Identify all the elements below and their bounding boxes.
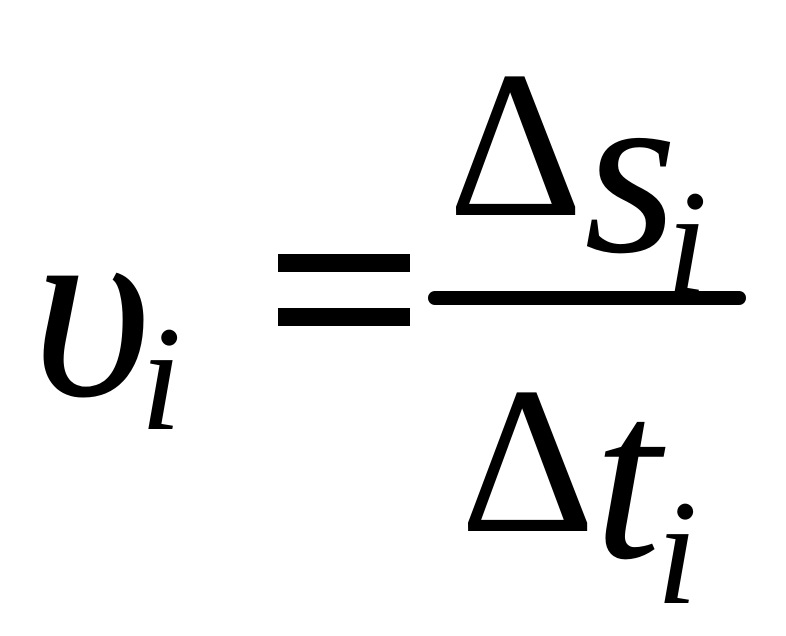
lhs-velocity-symbol: υ (32, 164, 152, 452)
equals-top-bar (278, 254, 410, 272)
fraction-bar (428, 291, 746, 305)
numerator-delta: Δ (448, 29, 584, 261)
denominator-subscript: i (656, 470, 698, 636)
denominator-delta: Δ (460, 345, 596, 577)
lhs-subscript: i (140, 296, 182, 462)
equals-bottom-bar (278, 308, 410, 326)
numerator-symbol: s (584, 37, 678, 303)
denominator-symbol: t (594, 343, 661, 609)
